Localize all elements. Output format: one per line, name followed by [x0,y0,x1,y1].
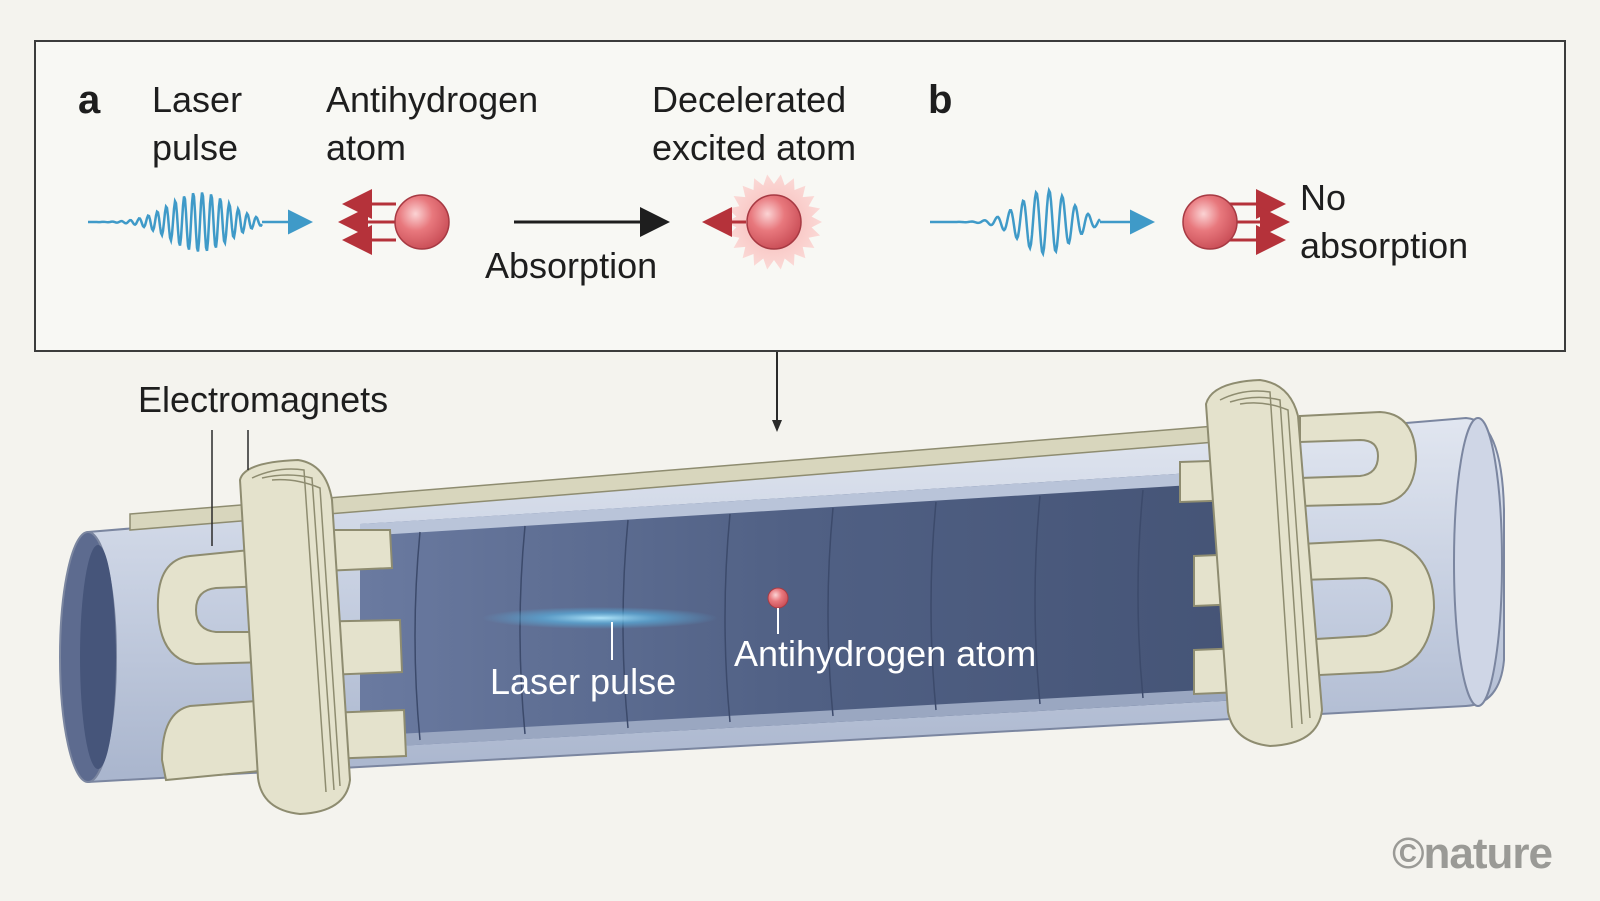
antihydrogen-label-line2: atom [326,127,407,168]
left-electromagnet [156,458,408,816]
antihydrogen-atom-label: Antihydrogen atom [326,76,538,172]
laser-pulse-trap-label: Laser pulse [490,661,677,702]
decelerated-label-line1: Decelerated [652,79,847,120]
absorption-label: Absorption [485,245,658,286]
laser-pulse-label-line1: Laser [152,79,243,120]
no-absorption-line2: absorption [1300,225,1469,266]
no-absorption-line1: No [1300,177,1347,218]
antihydrogen-atom-b [1182,189,1290,255]
penning-trap-tube [59,416,1505,784]
laser-pulse-label: Laser pulse [152,76,242,172]
panel-b-label: b [928,78,953,122]
antihydrogen-label-line1: Antihydrogen [326,79,539,120]
right-electromagnet [1179,378,1436,748]
laser-pulse-wave-a [87,192,313,252]
panel-a-label: a [78,78,101,122]
no-absorption-label: No absorption [1300,174,1468,270]
nature-credit: ©nature [1392,829,1553,878]
electromagnets-label: Electromagnets [138,379,389,420]
laser-pulse-wave-b [930,186,1155,258]
antihydrogen-atom-trap-label: Antihydrogen atom [734,633,1037,674]
laser-pulse-glow [482,607,718,629]
decelerated-atom-label: Decelerated excited atom [652,76,856,172]
decelerated-label-line2: excited atom [652,127,857,168]
excited-atom [702,174,822,270]
laser-pulse-label-line2: pulse [152,127,239,168]
antihydrogen-atom-in-trap [767,587,789,609]
antihydrogen-atom-a [338,189,450,255]
